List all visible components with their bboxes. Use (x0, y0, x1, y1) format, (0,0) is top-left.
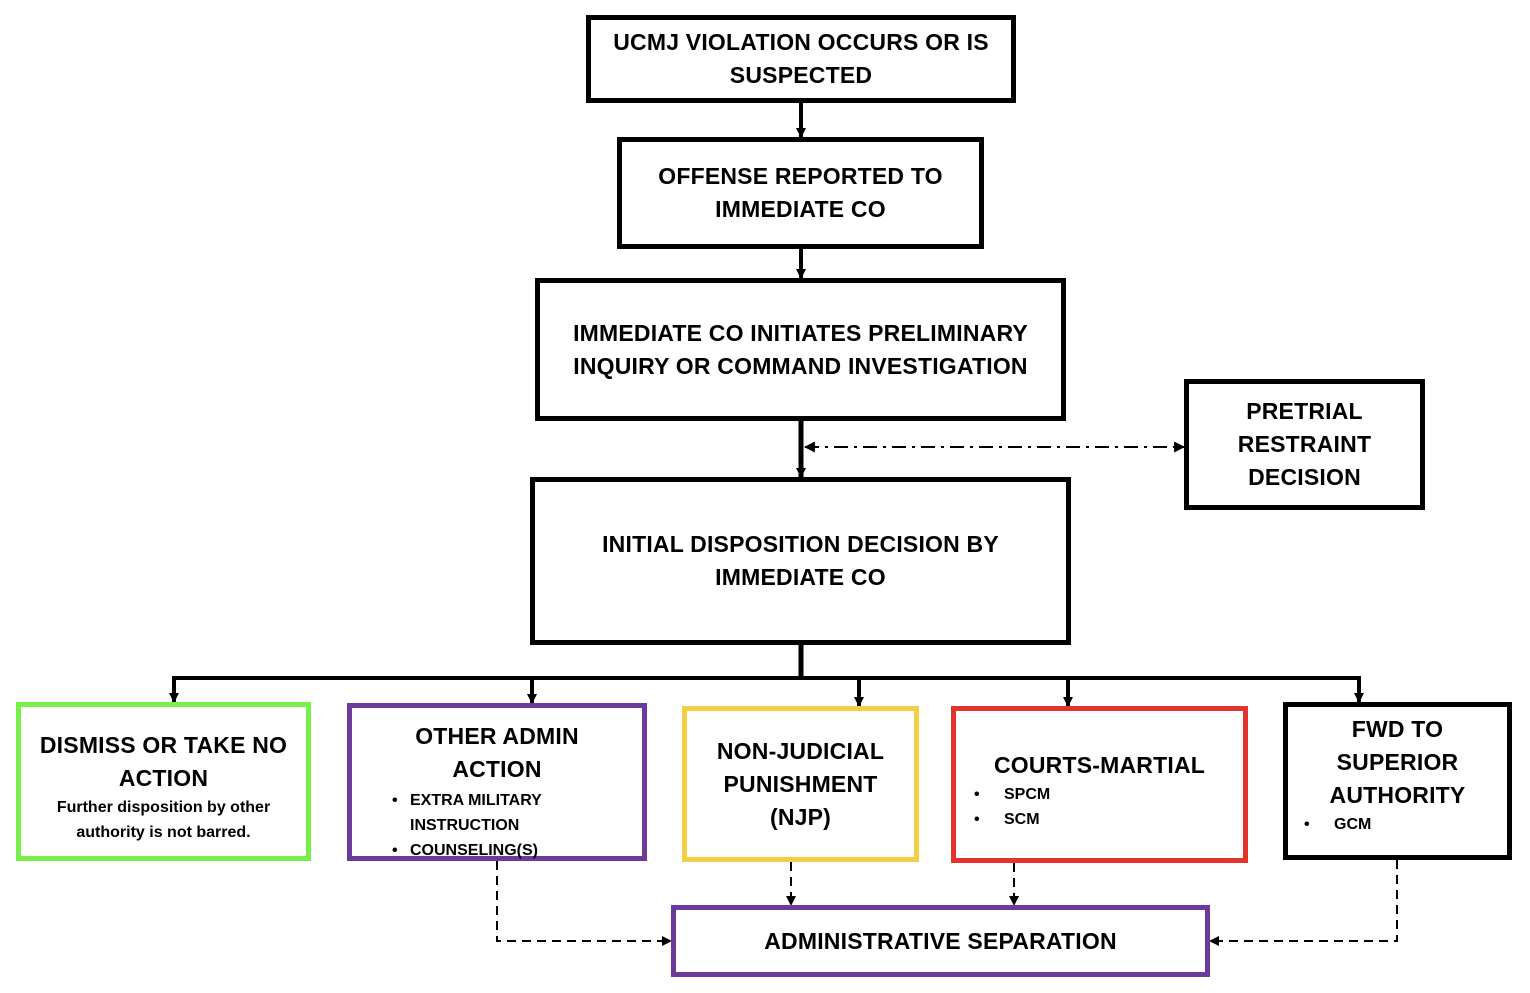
bullet-text: EXTRA MILITARY (410, 792, 542, 809)
node-fwd-line2: SUPERIOR (1336, 749, 1459, 775)
dashed-fwd-to-separation (1209, 860, 1398, 946)
node-dismiss-note1: Further disposition by other (56, 799, 271, 816)
list-item: INSTRUCTION (410, 813, 542, 838)
node-dismiss-line2: ACTION (118, 765, 209, 791)
list-item: • SCM (974, 807, 1050, 832)
bullet-dot: • (392, 842, 398, 859)
node-offense-reported: OFFENSE REPORTED TO IMMEDIATE CO (617, 137, 984, 249)
node-non-judicial-punishment: NON-JUDICIAL PUNISHMENT (NJP) (682, 706, 919, 862)
node-njp-line3: (NJP) (769, 803, 832, 830)
node-admin-line2: ACTION (452, 756, 542, 782)
node-other-admin-action: OTHER ADMIN ACTION • EXTRA MILITARY INSTR… (347, 703, 647, 861)
bullet-text: SCM (1004, 811, 1040, 828)
bullet-text: GCM (1334, 816, 1372, 833)
node-administrative-separation: ADMINISTRATIVE SEPARATION (671, 905, 1210, 977)
bullet-dot: • (974, 786, 980, 803)
node-initial-disposition: INITIAL DISPOSITION DECISION BY IMMEDIAT… (530, 477, 1071, 645)
list-item: • GCM (1304, 812, 1372, 837)
bullet-text: INSTRUCTION (410, 817, 520, 834)
bullet-dot: • (1304, 816, 1310, 833)
node-courts-line1: COURTS-MARTIAL (993, 752, 1206, 778)
dashed-admin-to-separation (496, 861, 672, 946)
node-fwd-superior-authority: FWD TO SUPERIOR AUTHORITY • GCM (1283, 702, 1512, 860)
bullet-text: COUNSELING(S) (410, 842, 538, 859)
list-item: • COUNSELING(S) (392, 838, 542, 863)
bullet-text: SPCM (1004, 786, 1051, 803)
node-inquiry-line1: IMMEDIATE CO INITIATES PRELIMINARY (573, 319, 1028, 346)
node-courts-martial: COURTS-MARTIAL • SPCM • SCM (951, 706, 1248, 863)
list-item: • SPCM (974, 782, 1051, 807)
node-pretrial-line2: RESTRAINT (1237, 431, 1372, 457)
node-ucmj-line1: UCMJ VIOLATION OCCURS OR IS (613, 29, 989, 55)
node-pretrial-restraint: PRETRIAL RESTRAINT DECISION (1184, 379, 1425, 510)
node-pretrial-line1: PRETRIAL (1246, 398, 1363, 424)
node-fwd-line3: AUTHORITY (1329, 782, 1466, 808)
node-preliminary-inquiry: IMMEDIATE CO INITIATES PRELIMINARY INQUI… (535, 278, 1066, 421)
node-report-line1: OFFENSE REPORTED TO (658, 163, 943, 189)
bullet-dot: • (392, 792, 398, 809)
node-courts-bullets: • SPCM • SCM (974, 782, 1051, 832)
list-item: • EXTRA MILITARY (392, 788, 542, 813)
node-fwd-bullets: • GCM (1304, 812, 1372, 837)
node-inquiry-line2: INQUIRY OR COMMAND INVESTIGATION (573, 352, 1028, 379)
node-ucmj-line2: SUSPECTED (729, 62, 873, 88)
node-dismiss-note2: authority is not barred. (76, 824, 251, 841)
node-pretrial-line3: DECISION (1248, 464, 1361, 490)
node-report-line2: IMMEDIATE CO (715, 196, 886, 222)
node-fwd-line1: FWD TO (1351, 716, 1444, 742)
node-njp-line1: NON-JUDICIAL (716, 737, 885, 764)
node-admin-line1: OTHER ADMIN (415, 723, 579, 749)
bullet-dot: • (974, 811, 980, 828)
node-njp-line2: PUNISHMENT (723, 770, 878, 797)
node-initial-line2: IMMEDIATE CO (715, 564, 886, 590)
node-dismiss-no-action: DISMISS OR TAKE NO ACTION Further dispos… (16, 702, 311, 861)
node-ucmj-violation: UCMJ VIOLATION OCCURS OR IS SUSPECTED (586, 15, 1016, 103)
node-admin-bullets: • EXTRA MILITARY INSTRUCTION • COUNSELING(… (392, 788, 542, 863)
node-initial-line1: INITIAL DISPOSITION DECISION BY (602, 531, 999, 557)
node-separation-line1: ADMINISTRATIVE SEPARATION (764, 927, 1117, 954)
node-dismiss-line1: DISMISS OR TAKE NO (39, 732, 288, 758)
